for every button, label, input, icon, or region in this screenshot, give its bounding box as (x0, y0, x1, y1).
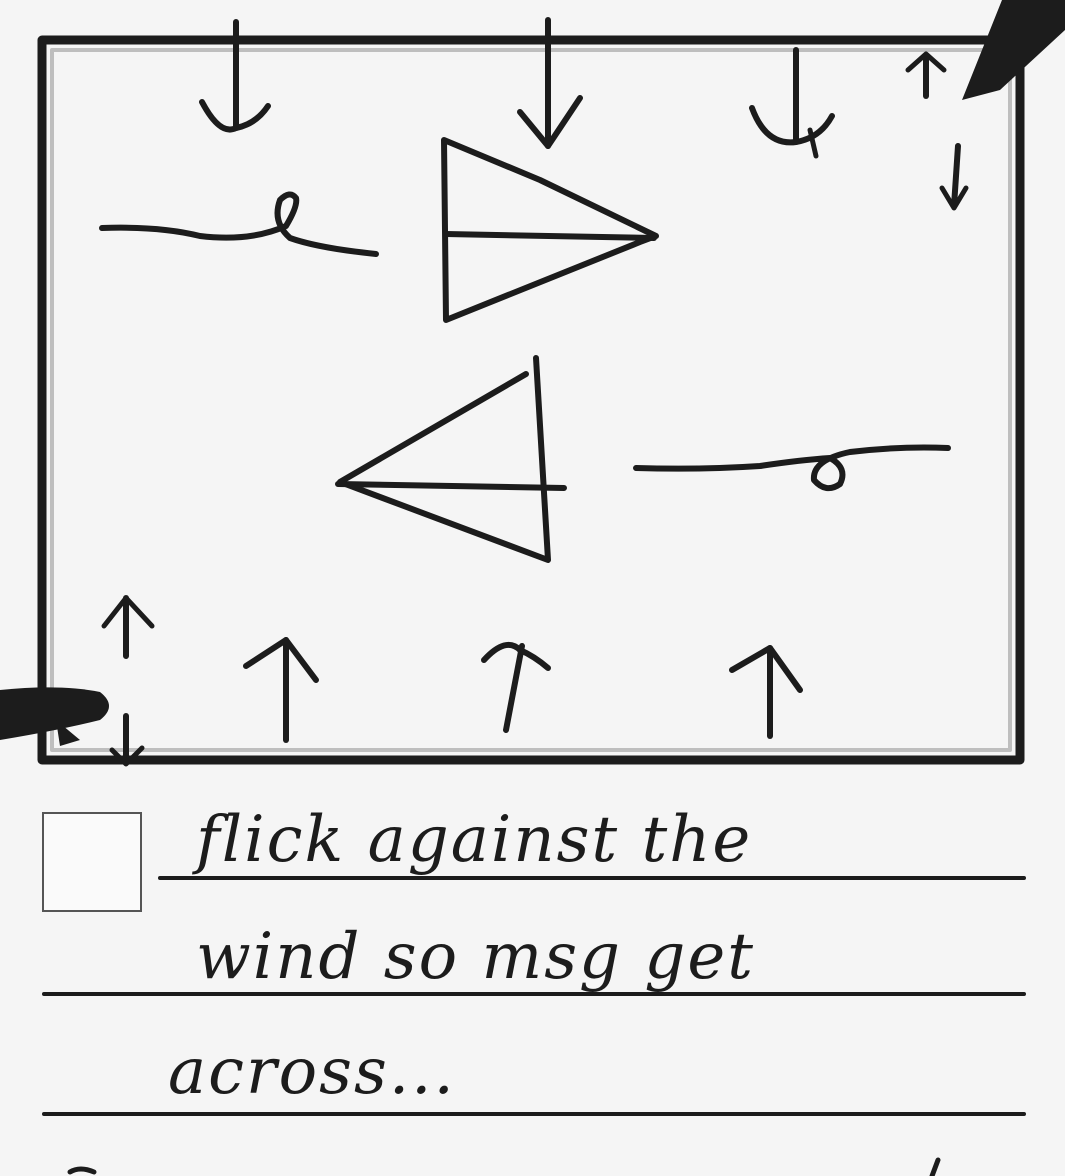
paper-plane-icon (441, 137, 659, 323)
down-arrow-icon (749, 47, 835, 159)
up-arrow-icon (481, 641, 551, 733)
marker-pen-icon (0, 687, 109, 746)
note-line: across... (168, 1035, 456, 1109)
wind-squiggle-icon (99, 191, 379, 257)
marker-pen-icon (962, 0, 1065, 100)
cutoff-handwriting (67, 1157, 941, 1176)
wind-squiggle-icon (633, 444, 951, 492)
down-arrow-icon (939, 143, 969, 211)
paper-plane-icon (335, 355, 567, 563)
up-arrow-icon (243, 637, 319, 743)
down-arrow-icon (517, 17, 583, 149)
note-line: flick against the (196, 803, 753, 877)
up-arrow-icon (101, 595, 155, 659)
down-arrow-icon (109, 713, 145, 767)
screen-frame (37, 35, 1025, 765)
ruled-lines (42, 876, 1026, 1116)
note-line: wind so msg get (196, 920, 755, 994)
task-checkbox[interactable] (42, 812, 142, 912)
up-arrow-icon (905, 51, 947, 99)
down-arrow-icon (199, 19, 271, 133)
up-arrow-icon (729, 645, 803, 739)
